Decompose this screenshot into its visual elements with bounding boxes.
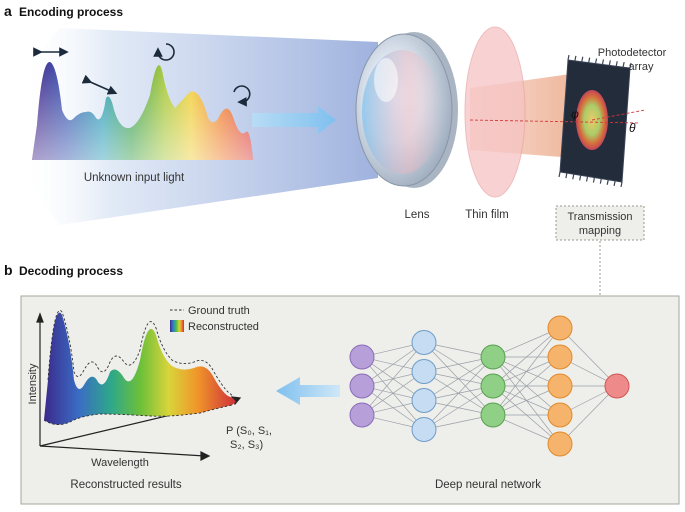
network-node bbox=[411, 359, 437, 384]
network-edge bbox=[361, 371, 425, 416]
network-edge bbox=[423, 356, 494, 430]
results-label: Reconstructed results bbox=[70, 479, 181, 491]
circular-polarization-icon-2 bbox=[233, 85, 251, 107]
chip-pin bbox=[572, 174, 575, 180]
network-node bbox=[547, 344, 573, 370]
panel-a-letter: a bbox=[4, 3, 12, 19]
chip-pin bbox=[558, 171, 561, 178]
chip-pin bbox=[606, 179, 609, 185]
chip-pin bbox=[579, 175, 582, 181]
detector-label-line-1: Photodetector bbox=[598, 47, 667, 59]
network-node bbox=[480, 344, 506, 370]
chip-pin bbox=[581, 56, 584, 62]
network-edge bbox=[559, 385, 618, 445]
network-edge bbox=[423, 385, 494, 430]
chip-pin bbox=[588, 57, 591, 63]
network-node bbox=[349, 344, 375, 370]
chip-pin bbox=[574, 55, 577, 62]
panel-b-title: Decoding process bbox=[19, 264, 123, 278]
photodetector-chip bbox=[469, 54, 646, 188]
thin-film-shape bbox=[464, 26, 526, 198]
network-node bbox=[547, 373, 573, 399]
right-arrow-icon bbox=[252, 106, 336, 134]
network-edge bbox=[361, 342, 425, 387]
chip-pin bbox=[608, 60, 611, 66]
chip-pin bbox=[613, 180, 616, 187]
chip-pin bbox=[601, 59, 605, 65]
chip-pin bbox=[565, 172, 568, 179]
network-edge bbox=[559, 327, 618, 387]
network-edge bbox=[423, 356, 494, 401]
ground-truth-curve bbox=[47, 310, 237, 403]
left-arrow-icon bbox=[276, 377, 340, 405]
mapping-label-line-2: mapping bbox=[579, 225, 621, 237]
network-node bbox=[411, 388, 437, 413]
x-axis-label: Wavelength bbox=[91, 457, 149, 469]
chip-pin bbox=[620, 181, 623, 188]
network-edge bbox=[492, 356, 561, 416]
optical-axis-line bbox=[469, 119, 641, 124]
network-node bbox=[349, 402, 375, 428]
detector-label-line-2: array bbox=[628, 61, 654, 73]
network-nodes bbox=[349, 315, 630, 457]
ground-truth-baseline bbox=[43, 404, 233, 425]
mapping-label-line-1: Transmission bbox=[568, 211, 633, 223]
chip-pin bbox=[615, 61, 618, 67]
z-axis-label-line-1: P (S₀, S₁, bbox=[226, 425, 272, 437]
chip-pin bbox=[629, 62, 632, 69]
angle-line bbox=[591, 109, 646, 121]
network-node bbox=[547, 431, 573, 457]
network-node bbox=[547, 402, 573, 428]
panel-b-letter: b bbox=[4, 262, 13, 278]
chip-pin bbox=[622, 61, 625, 68]
chip-pin bbox=[592, 177, 596, 183]
legend-reconstructed: Reconstructed bbox=[188, 321, 259, 333]
network-node bbox=[411, 330, 437, 355]
chip-pin bbox=[599, 178, 602, 184]
network-edge bbox=[492, 327, 561, 416]
network-node bbox=[547, 315, 573, 341]
circular-polarization-icon bbox=[153, 43, 175, 61]
network-label: Deep neural network bbox=[435, 479, 541, 491]
network-edge bbox=[492, 327, 561, 387]
theta-symbol: θ bbox=[629, 121, 636, 135]
network-node bbox=[480, 373, 506, 399]
input-spectrum-shade bbox=[32, 61, 253, 161]
lens-highlight bbox=[374, 58, 398, 102]
network-node bbox=[604, 373, 630, 399]
network-edge bbox=[361, 342, 425, 416]
reconstructed-spectrum bbox=[44, 312, 236, 425]
chip-pin bbox=[594, 58, 598, 64]
input-light-label: Unknown input light bbox=[84, 172, 185, 184]
lens-label: Lens bbox=[405, 209, 430, 221]
lens-tint bbox=[362, 50, 442, 174]
y-axis-label: Intensity bbox=[27, 363, 39, 404]
legend-reconstructed-swatch bbox=[170, 320, 184, 332]
transmission-mapping-box bbox=[555, 205, 645, 241]
legend-ground-truth: Ground truth bbox=[188, 305, 250, 317]
chip-pin bbox=[567, 54, 570, 61]
phi-symbol: φ bbox=[571, 107, 579, 121]
thin-film-label: Thin film bbox=[465, 209, 508, 221]
network-node bbox=[349, 373, 375, 399]
z-axis-label-line-2: S₂, S₃) bbox=[230, 439, 263, 451]
network-node bbox=[480, 402, 506, 428]
network-node bbox=[411, 417, 437, 442]
panel-a-title: Encoding process bbox=[19, 5, 123, 19]
chip-pin bbox=[585, 176, 589, 182]
diagonal-polarization-icon bbox=[81, 74, 118, 95]
